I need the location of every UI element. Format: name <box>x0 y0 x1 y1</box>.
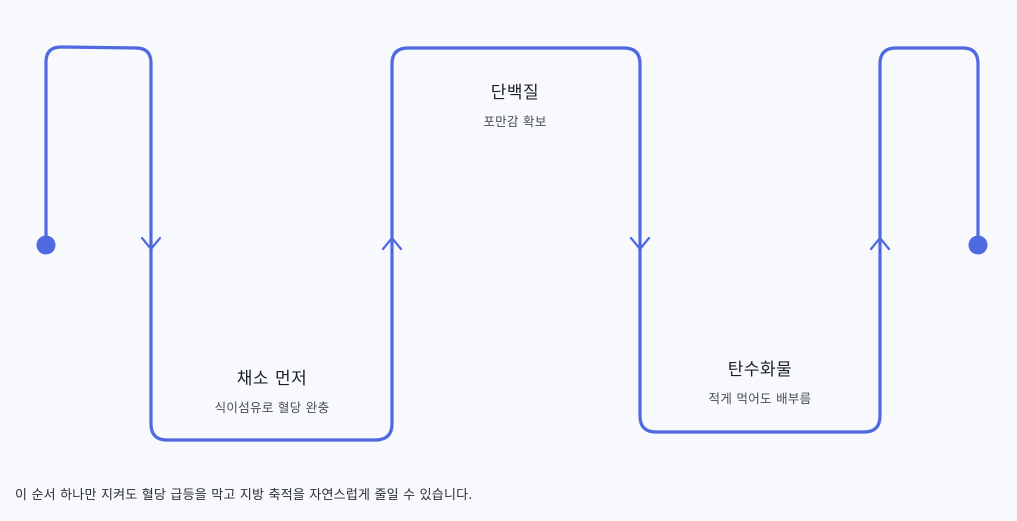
step-protein: 단백질 포만감 확보 <box>405 78 625 130</box>
end-dot <box>968 235 988 255</box>
arrow-down-icon <box>140 236 162 251</box>
step-carbohydrates: 탄수화물 적게 먹어도 배부름 <box>650 355 870 407</box>
step-description: 식이섬유로 혈당 완충 <box>214 400 330 415</box>
step-title: 채소 먼저 <box>236 369 308 389</box>
flow-path-line <box>44 45 980 442</box>
step-vegetables: 채소 먼저 식이섬유로 혈당 완충 <box>162 364 382 416</box>
step-description: 적게 먹어도 배부름 <box>708 391 812 406</box>
step-title: 탄수화물 <box>727 360 793 380</box>
arrow-down-icon <box>629 236 651 251</box>
start-dot <box>36 235 56 255</box>
step-description: 포만감 확보 <box>483 114 547 129</box>
footer-note: 이 순서 하나만 지켜도 혈당 급등을 막고 지방 축적을 자연스럽게 줄일 수… <box>15 488 473 503</box>
arrow-up-icon <box>381 236 403 251</box>
step-title: 단백질 <box>490 83 540 103</box>
arrow-up-icon <box>869 236 891 251</box>
